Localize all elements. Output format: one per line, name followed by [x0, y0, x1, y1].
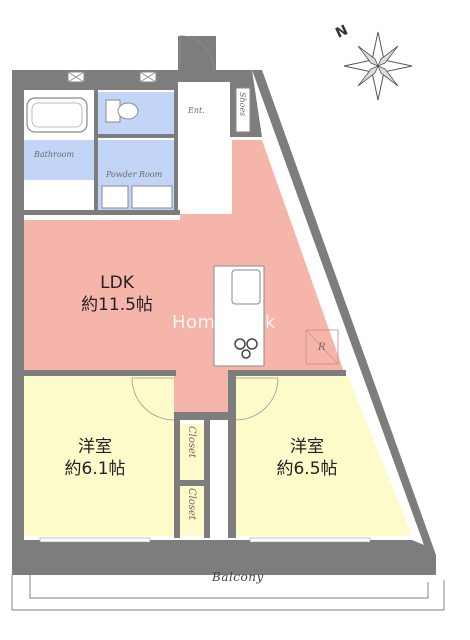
western-room-1-area: [24, 376, 174, 536]
western-room-2-label: 洋室 約6.5帖: [252, 436, 362, 480]
closet-1-area: [180, 424, 204, 480]
door-swing-western-2: [235, 377, 279, 421]
ldk-label: LDK 約11.5帖: [62, 272, 172, 316]
wall-ldk-bottom-right: [232, 370, 346, 376]
refrigerator-cross: [305, 329, 339, 365]
wall-wet-bottom: [24, 210, 180, 215]
western-room-2-name: 洋室: [290, 437, 324, 457]
western-room-2-size: 約6.5帖: [276, 459, 338, 479]
entrance-door-swing: [179, 35, 215, 71]
refrigerator-label: R: [318, 342, 326, 353]
window-bottom-left: [39, 537, 151, 543]
shoes-label: Shoes: [238, 92, 247, 117]
wall-bath-right: [94, 82, 98, 214]
wall-center-1: [174, 412, 180, 538]
stove-burner-2: [246, 338, 258, 350]
wall-toilet-bottom: [98, 134, 174, 138]
door-swing-western-1: [131, 377, 175, 421]
wall-top-inner: [24, 82, 174, 90]
watermark-text: HomesLink: [172, 312, 276, 333]
wall-closet-mid: [180, 480, 204, 486]
bathtub-inner: [31, 102, 83, 128]
wall-center-3: [228, 370, 236, 538]
ldk-name: LDK: [100, 273, 134, 293]
wall-closet-top: [174, 412, 234, 420]
bathroom-area: [24, 140, 96, 180]
vanity: [131, 185, 173, 209]
wall-ldk-bottom-left: [24, 370, 176, 376]
window-bottom-right: [249, 537, 371, 543]
compass-rose: [343, 31, 413, 101]
wall-entrance-left: [174, 82, 178, 214]
balcony-outline: [11, 575, 445, 611]
closet-1-label: Closet: [186, 426, 197, 458]
stove-burner-1: [234, 338, 246, 350]
balcony-label: Balcony: [212, 570, 264, 584]
western-room-1-name: 洋室: [78, 437, 112, 457]
bathtub: [26, 97, 88, 133]
western-room-2-area: [236, 376, 410, 536]
kitchen-sink: [231, 269, 261, 305]
vent-1-cross: [67, 71, 85, 83]
washer: [101, 185, 129, 209]
toilet-bowl: [117, 102, 139, 120]
wall-center-2: [204, 412, 210, 538]
stove-burner-3: [241, 349, 251, 359]
bathroom-label: Bathroom: [34, 150, 75, 159]
ldk-size: 約11.5帖: [81, 295, 153, 315]
vent-2-cross: [139, 71, 157, 83]
closet-2-label: Closet: [186, 488, 197, 520]
refrigerator-space: [305, 329, 339, 365]
powder-room-label: Powder Room: [106, 170, 163, 179]
shoes-cabinet: [235, 87, 251, 133]
western-room-1-label: 洋室 約6.1帖: [40, 436, 150, 480]
entrance-label: Ent.: [188, 106, 205, 115]
closet-2-area: [180, 486, 204, 536]
western-room-1-size: 約6.1帖: [64, 459, 126, 479]
